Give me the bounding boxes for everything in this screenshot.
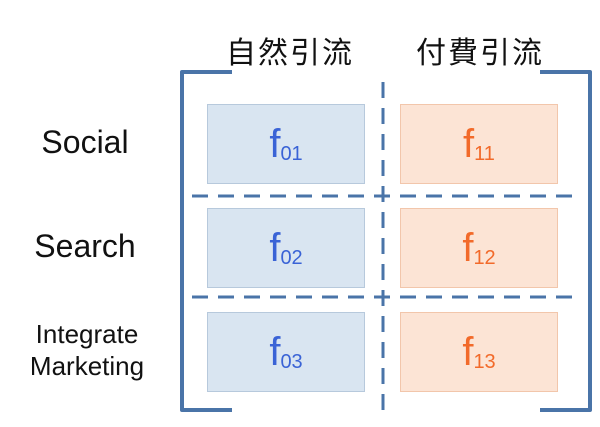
cell-f12-sub: 12 xyxy=(473,246,496,269)
row-label-social: Social xyxy=(41,124,129,160)
cell-f13-base: f xyxy=(462,329,474,374)
cell-f13-sub: 13 xyxy=(473,350,496,373)
column-header-paid: 付費引流 xyxy=(416,36,544,71)
row-label-search: Search xyxy=(34,228,136,264)
cell-f02-base: f xyxy=(269,225,281,270)
cell-f01-base: f xyxy=(269,121,281,166)
cell-f12-base: f xyxy=(462,225,474,270)
cell-f11-sub: 11 xyxy=(474,142,495,165)
cell-f03-base: f xyxy=(269,329,281,374)
row-label-integrate-line1: Integrate xyxy=(35,319,139,349)
column-header-organic: 自然引流 xyxy=(226,36,354,71)
cell-f02-sub: 02 xyxy=(280,246,303,269)
row-label-integrate-marketing: Integrate Marketing xyxy=(2,318,172,382)
cell-f11-base: f xyxy=(463,121,475,166)
left-bracket xyxy=(180,70,232,412)
row-label-integrate-line2: Marketing xyxy=(29,351,145,381)
cell-f01-sub: 01 xyxy=(280,142,303,165)
cell-f03-sub: 03 xyxy=(280,350,303,373)
right-bracket xyxy=(540,70,592,412)
